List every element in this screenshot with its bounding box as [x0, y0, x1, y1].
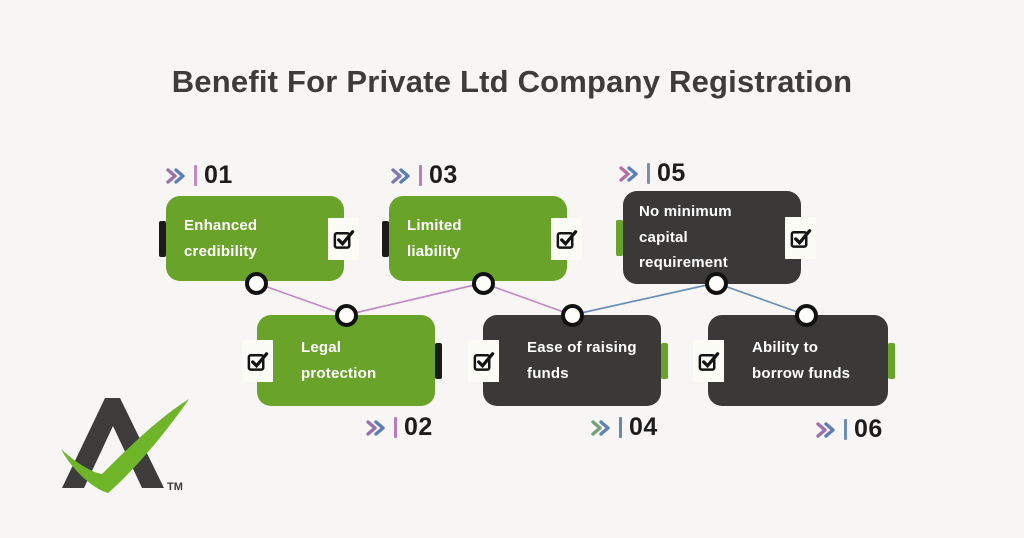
chevron-right-icon	[174, 167, 185, 184]
chevron-right-icon	[391, 167, 402, 184]
divider-bar	[647, 163, 650, 184]
connector-line	[482, 282, 573, 316]
side-tab	[661, 342, 668, 379]
checkbox-icon	[468, 339, 499, 382]
checkbox-icon	[242, 339, 273, 382]
chevron-right-icon	[399, 167, 410, 184]
divider-bar	[419, 165, 422, 186]
chevron-right-icon	[619, 165, 630, 182]
benefit-card-02: Legal protection	[242, 315, 442, 406]
chevron-right-icon	[374, 419, 385, 436]
side-tab	[435, 342, 442, 379]
connector-node-6	[795, 304, 818, 327]
divider-bar	[844, 419, 847, 440]
benefit-label: No minimum capital requirement	[639, 203, 732, 272]
side-tab	[616, 219, 623, 256]
brand-logo: TM	[61, 398, 189, 493]
benefit-label: Ability to borrow funds	[752, 339, 851, 382]
step-number: 02	[404, 413, 433, 441]
chevron-right-icon	[166, 167, 177, 184]
benefit-label: Enhanced credibility	[184, 217, 258, 260]
side-tab	[888, 342, 895, 379]
step-label-01: 01	[166, 161, 233, 190]
benefit-card-03: Limited liability	[382, 196, 582, 281]
page-title: Benefit For Private Ltd Company Registra…	[171, 64, 853, 99]
step-number: 03	[429, 161, 458, 189]
divider-bar	[194, 165, 197, 186]
step-label-06: 06	[816, 415, 883, 444]
step-label-04: 04	[591, 413, 658, 442]
benefit-label: Limited liability	[407, 217, 462, 260]
side-tab	[382, 220, 389, 257]
step-label-02: 02	[366, 413, 433, 442]
connector-line	[345, 282, 484, 316]
connector-node-3	[472, 272, 495, 295]
benefit-card-01: Enhanced credibility	[159, 196, 359, 281]
step-number: 04	[629, 413, 658, 441]
divider-bar	[394, 417, 397, 438]
benefit-card-04: Ease of raising funds	[468, 315, 668, 406]
logo-checkmark-icon	[61, 399, 189, 493]
connector-line	[571, 282, 717, 316]
benefit-card-06: Ability to borrow funds	[693, 315, 895, 406]
chevron-right-icon	[816, 421, 827, 438]
checkbox-icon	[785, 216, 816, 259]
step-number: 01	[204, 161, 233, 189]
side-tab	[159, 220, 166, 257]
connector-node-4	[561, 304, 584, 327]
checkbox-icon	[551, 217, 582, 260]
checkbox-icon	[693, 339, 724, 382]
checkbox-icon	[328, 217, 359, 260]
chevron-right-icon	[591, 419, 602, 436]
connector-line	[715, 282, 807, 316]
step-number: 06	[854, 415, 883, 443]
step-number: 05	[657, 159, 686, 187]
step-label-03: 03	[391, 161, 458, 190]
connector-node-1	[245, 272, 268, 295]
chevron-right-icon	[627, 165, 638, 182]
benefit-card-05: No minimum capital requirement	[616, 191, 816, 284]
benefit-label: Legal protection	[301, 339, 377, 382]
chevron-right-icon	[599, 419, 610, 436]
logo-a-mark	[62, 398, 164, 488]
divider-bar	[619, 417, 622, 438]
trademark-symbol: TM	[167, 481, 183, 493]
step-label-05: 05	[619, 159, 686, 188]
benefit-label: Ease of raising funds	[527, 339, 637, 382]
chevron-right-icon	[824, 421, 835, 438]
connector-node-2	[335, 304, 358, 327]
chevron-right-icon	[366, 419, 377, 436]
connector-node-5	[705, 272, 728, 295]
connector-line	[255, 282, 347, 316]
